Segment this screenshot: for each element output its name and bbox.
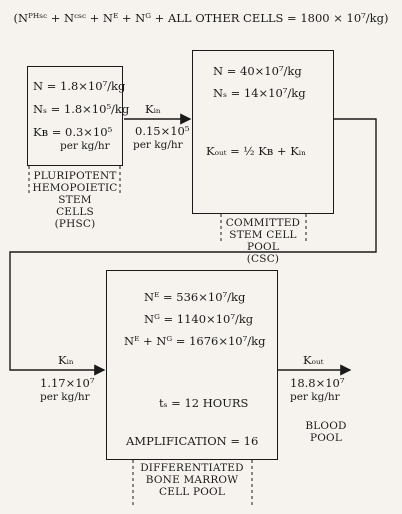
flow1-kin-label: Kᵢₙ xyxy=(145,102,161,116)
flow1-unit: per kg/hr xyxy=(133,139,183,151)
marrow-label-1: DIFFERENTIATED xyxy=(140,462,244,474)
flow3-kout-label: Kₒᵤₜ xyxy=(303,353,324,367)
csc-label-2: STEM CELL xyxy=(229,229,297,241)
phsc-label-4: CELLS xyxy=(56,206,94,218)
flow1-value: 0.15×10⁵ xyxy=(135,124,190,138)
marrow-label-2: BONE MARROW xyxy=(145,474,239,486)
flow3-value: 18.8×10⁷ xyxy=(290,376,345,390)
phsc-kb-unit: per kg/hr xyxy=(60,140,110,152)
phsc-label-1: PLURIPOTENT xyxy=(33,170,117,182)
blood-label-1: BLOOD xyxy=(305,420,347,432)
phsc-n: N = 1.8×10⁷/kg xyxy=(33,79,126,93)
marrow-ne-plus-ng: Nᴱ + Nᴳ = 1676×10⁷/kg xyxy=(124,334,266,348)
phsc-label-5: (PHSC) xyxy=(54,218,96,230)
marrow-box xyxy=(106,270,278,460)
flow2-value: 1.17×10⁷ xyxy=(40,376,95,390)
phsc-box xyxy=(27,66,123,166)
csc-label-4: (CSC) xyxy=(246,253,280,265)
phsc-kb: Kʙ = 0.3×10⁵ xyxy=(33,125,113,139)
marrow-label-3: CELL POOL xyxy=(158,486,226,498)
csc-label-1: COMMITTED xyxy=(225,217,301,229)
marrow-ng: Nᴳ = 1140×10⁷/kg xyxy=(144,312,254,326)
csc-label-3: POOL xyxy=(246,241,280,253)
csc-n: N = 40×10⁷/kg xyxy=(213,64,302,78)
total-cells-formula: (Nᴾᴴˢᶜ + Nᶜˢᶜ + Nᴱ + Nᴳ + ALL OTHER CELL… xyxy=(13,11,389,25)
flow3-unit: per kg/hr xyxy=(290,391,340,403)
csc-kout: Kₒᵤₜ = ½ Kʙ + Kᵢₙ xyxy=(206,144,307,158)
flow2-kin-label: Kᵢₙ xyxy=(58,353,74,367)
marrow-ne: Nᴱ = 536×10⁷/kg xyxy=(144,290,246,304)
flow2-unit: per kg/hr xyxy=(40,391,90,403)
csc-ns: Nₛ = 14×10⁷/kg xyxy=(213,86,306,100)
phsc-label-3: STEM xyxy=(58,194,92,206)
arrow-csc-to-marrow xyxy=(9,118,377,376)
phsc-label-2: HEMOPOIETIC xyxy=(32,182,118,194)
phsc-ns: Nₛ = 1.8×10⁵/kg xyxy=(33,102,130,116)
csc-box xyxy=(192,50,334,214)
blood-label-2: POOL xyxy=(309,432,343,444)
marrow-amplification: AMPLIFICATION = 16 xyxy=(126,434,259,448)
marrow-ts: tₛ = 12 HOURS xyxy=(159,396,249,410)
